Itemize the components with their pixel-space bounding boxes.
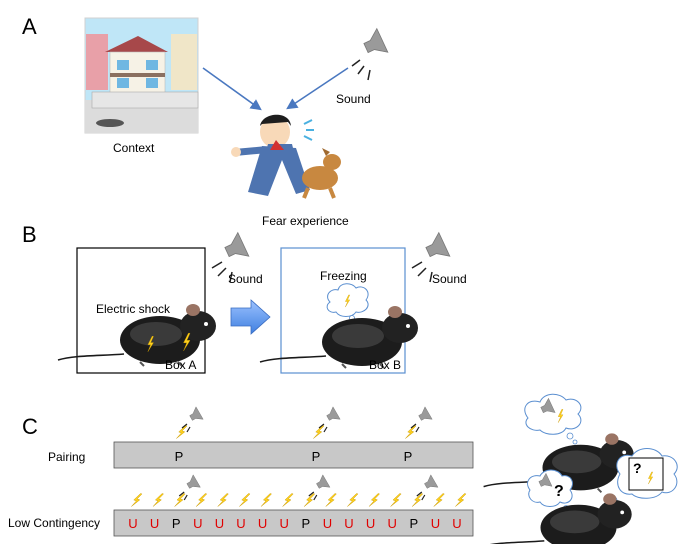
speaker-icon: [314, 474, 331, 493]
low-contingency-label: Low Contingency: [8, 516, 100, 530]
lightning-icon: [174, 491, 186, 509]
mouse-low-contingency: ? ?: [480, 448, 678, 544]
sound-label-box-b: Sound: [432, 272, 467, 286]
lightning-icon: [347, 491, 359, 509]
unpaired-event: U: [388, 516, 397, 531]
paired-event: P: [175, 449, 184, 464]
lightning-icon: [455, 491, 467, 509]
lightning-icon: [313, 423, 325, 441]
lightning-icon: [260, 491, 272, 509]
unpaired-event: U: [431, 516, 440, 531]
paired-event: P: [301, 516, 310, 531]
box-a-title: Electric shock: [96, 302, 171, 316]
panel-letter-c: C: [22, 414, 38, 439]
lightning-icon: [368, 491, 380, 509]
context-label: Context: [113, 141, 155, 155]
unpaired-event: U: [215, 516, 224, 531]
fear-experience-illustration: [231, 114, 341, 199]
unpaired-event: U: [150, 516, 159, 531]
box-a-name: Box A: [165, 358, 196, 372]
unpaired-event: U: [344, 516, 353, 531]
sound-wave: [410, 423, 420, 433]
panel-letter-a: A: [22, 14, 37, 39]
speaker-icon: [324, 406, 341, 425]
speaker-icon: [211, 232, 250, 283]
unpaired-event: U: [452, 516, 461, 531]
lightning-icon: [433, 491, 445, 509]
paired-event: P: [172, 516, 181, 531]
box-b-name: Box B: [369, 358, 401, 372]
lightning-icon: [390, 491, 402, 509]
speaker-icon: [184, 474, 201, 493]
pairing-label: Pairing: [48, 450, 85, 464]
sound-arrow: [286, 67, 349, 110]
speaker-icon: [422, 474, 439, 493]
unpaired-event: U: [258, 516, 267, 531]
context-illustration: [84, 17, 199, 134]
lightning-icon: [131, 491, 143, 509]
thought-bubble: [527, 469, 573, 507]
box-b-title: Freezing: [320, 269, 367, 283]
speaker-icon: [411, 232, 451, 283]
lightning-icon: [217, 491, 229, 509]
sound-wave: [178, 491, 188, 501]
sound-label-box-a: Sound: [228, 272, 263, 286]
lightning-icon: [282, 491, 294, 509]
unpaired-event: U: [366, 516, 375, 531]
paired-event: P: [312, 449, 321, 464]
unpaired-event: U: [236, 516, 245, 531]
fear-experience-label: Fear experience: [262, 214, 349, 228]
pairing-timeline: [113, 441, 474, 469]
unpaired-event: U: [280, 516, 289, 531]
speaker-icon: [351, 28, 389, 81]
unpaired-event: U: [128, 516, 137, 531]
lightning-icon: [195, 491, 207, 509]
unpaired-event: U: [193, 516, 202, 531]
question-mark: ?: [633, 460, 642, 476]
unpaired-event: U: [323, 516, 332, 531]
lightning-icon: [152, 491, 164, 509]
speaker-icon: [187, 406, 204, 425]
speaker-icon: [416, 406, 433, 425]
mouse-pairing-recall: [482, 393, 635, 494]
lightning-icon: [411, 491, 423, 509]
lightning-icon: [239, 491, 251, 509]
sound-wave: [416, 491, 426, 501]
thought-bubble: [524, 393, 582, 435]
sound-wave: [308, 491, 318, 501]
question-mark: ?: [554, 483, 564, 500]
lightning-icon: [325, 491, 337, 509]
lightning-icon: [176, 423, 188, 441]
lightning-icon: [405, 423, 417, 441]
sound-label-a: Sound: [336, 92, 371, 106]
low-contingency-timeline: [113, 509, 474, 537]
sound-wave: [181, 423, 191, 433]
lightning-icon: [303, 491, 315, 509]
sound-wave: [318, 423, 328, 433]
paired-event: P: [409, 516, 418, 531]
context-arrow: [202, 67, 262, 111]
panel-letter-b: B: [22, 222, 37, 247]
paired-event: P: [404, 449, 413, 464]
transition-arrow: [230, 299, 271, 335]
